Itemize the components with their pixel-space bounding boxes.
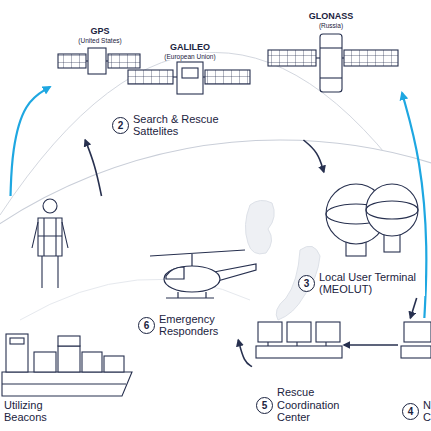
node-text: N C	[423, 399, 431, 424]
satellite-origin: (Russia)	[319, 22, 343, 29]
satellite-name: GPS	[90, 26, 109, 36]
satellite-origin: (European Union)	[164, 53, 215, 60]
return-link-arrow	[11, 87, 51, 196]
signal-arrow	[303, 140, 323, 172]
node-text: Emergency Responders	[159, 313, 231, 338]
signal-arrow	[344, 344, 398, 346]
signal-arrow	[410, 298, 416, 318]
emergency-responders: 6Emergency Responders	[138, 248, 256, 340]
node-text: Local User Terminal (MEOLUT)	[319, 271, 425, 296]
node-label: 5Rescue Coordination Center	[256, 386, 344, 424]
signal-arrow	[238, 340, 252, 367]
globe	[0, 53, 431, 431]
satellite-name: GALILEO	[170, 42, 210, 52]
mcc-workstations	[401, 322, 431, 358]
node-label: 4 N C	[402, 399, 431, 424]
satellite-name: GLONASS	[309, 11, 354, 21]
meolut-radomes	[326, 184, 418, 256]
satellite-origin: (United States)	[78, 37, 121, 44]
node-text: Rescue Coordination Center	[277, 386, 344, 424]
rcc-workstations	[256, 322, 342, 358]
signal-arrow	[85, 140, 101, 196]
satellites	[58, 34, 398, 94]
node-label: Utilizing Beacons	[4, 399, 62, 424]
node-label: 3Local User Terminal (MEOLUT)	[298, 271, 425, 296]
helicopter	[150, 250, 256, 298]
node-label: 2Search & Rescue Sattelites	[112, 113, 231, 138]
mission-control-center: 4 N C	[398, 318, 429, 426]
callout-number: 3	[298, 275, 315, 292]
local-user-terminal: 3Local User Terminal (MEOLUT)	[298, 172, 427, 298]
beacon-group: Utilizing Beacons	[4, 196, 134, 426]
ship	[2, 334, 132, 396]
callout-number: 2	[112, 117, 129, 134]
callout-number: 5	[256, 397, 273, 414]
node-text: Search & Rescue Sattelites	[133, 113, 231, 138]
node-text: Utilizing Beacons	[4, 399, 62, 424]
callout-number: 6	[138, 317, 155, 334]
rescue-coordination-center: 5Rescue Coordination Center	[252, 318, 344, 426]
return-link-arrow	[402, 93, 426, 318]
satellite-group: 2Search & Rescue Sattelites	[50, 22, 402, 140]
node-label: 6Emergency Responders	[138, 313, 231, 338]
person-with-beacon	[32, 199, 68, 288]
callout-number: 4	[402, 403, 419, 420]
